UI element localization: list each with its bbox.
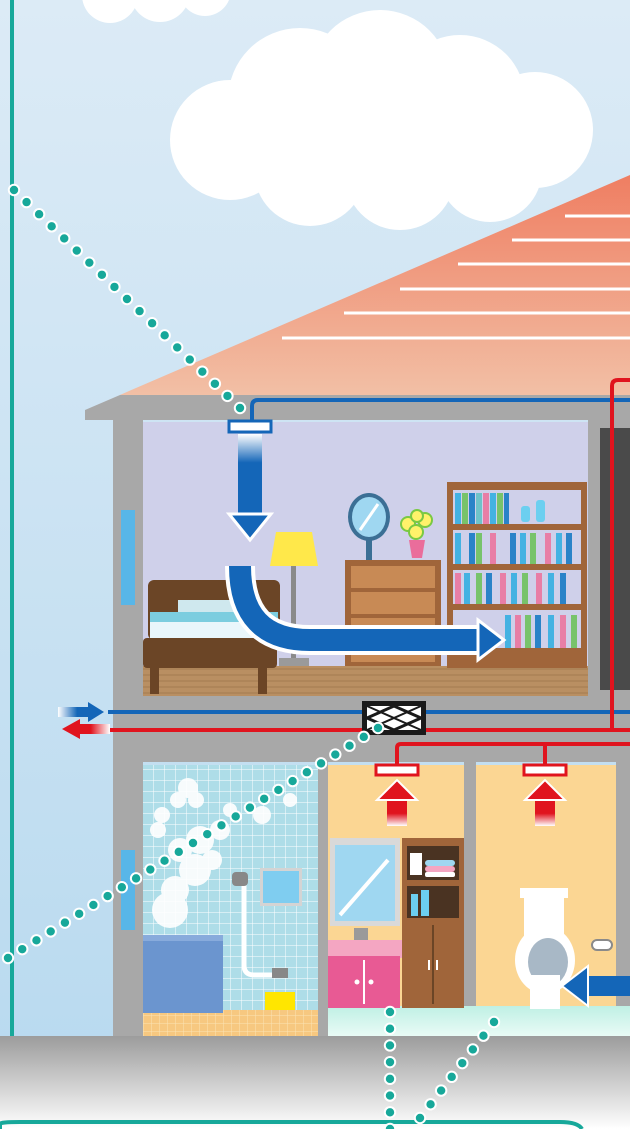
shower-head [232, 872, 248, 886]
leader-dot [302, 767, 312, 777]
leader-dot [3, 953, 13, 963]
leader-dot [159, 330, 169, 340]
leader-dot [84, 257, 94, 267]
bedroom-floor [143, 666, 588, 696]
leader-dot [385, 1024, 395, 1034]
leader-dot [134, 306, 144, 316]
leader-dot [385, 1040, 395, 1050]
heat-exchanger-icon [362, 701, 426, 735]
window-upper [121, 510, 135, 605]
bucket [265, 992, 295, 1010]
leader-dot [45, 926, 55, 936]
leader-dot [373, 723, 383, 733]
leader-dot [34, 209, 44, 219]
leader-dot [9, 185, 19, 195]
leader-dot [197, 366, 207, 376]
leader-dot [102, 891, 112, 901]
leader-dot [210, 379, 220, 389]
leader-dot [59, 233, 69, 243]
leader-dot [245, 802, 255, 812]
leader-dot [468, 1044, 478, 1054]
leader-dot [415, 1113, 425, 1123]
leader-dot [359, 732, 369, 742]
leader-dot [172, 342, 182, 352]
bathtub-icon [143, 935, 223, 1013]
leader-dot [159, 855, 169, 865]
leader-dot [145, 864, 155, 874]
bath-mirror [260, 868, 302, 906]
leader-dot [425, 1099, 435, 1109]
leader-dot [489, 1017, 499, 1027]
exhaust-grille-washroom [376, 765, 418, 775]
leader-dot [447, 1072, 457, 1082]
leader-dot [235, 403, 245, 413]
leader-dot [385, 1074, 395, 1084]
leader-dot [72, 245, 82, 255]
leader-dot [185, 354, 195, 364]
leader-dot [287, 776, 297, 786]
leader-dot [316, 758, 326, 768]
leader-dot [436, 1085, 446, 1095]
leader-dot [147, 318, 157, 328]
leader-dot [216, 820, 226, 830]
leader-dot [385, 1090, 395, 1100]
leader-dot [188, 838, 198, 848]
sink-icon [328, 838, 404, 1008]
leader-dot [273, 785, 283, 795]
leader-dot [109, 282, 119, 292]
leader-dot [21, 197, 31, 207]
wall-divider-1 [318, 762, 328, 1040]
leader-dot [122, 294, 132, 304]
supply-grille [229, 421, 271, 432]
leader-dot [222, 391, 232, 401]
leader-dot [385, 1057, 395, 1067]
wall-divider-2 [464, 762, 476, 1040]
leader-dot [385, 1007, 395, 1017]
bathroom-floor [143, 1010, 320, 1038]
leader-dot [97, 270, 107, 280]
leader-dot [385, 1107, 395, 1117]
faucet [272, 968, 288, 978]
leader-dot [202, 829, 212, 839]
leader-dot [117, 882, 127, 892]
ground [0, 1036, 630, 1129]
leader-dot [74, 909, 84, 919]
leader-dot [259, 794, 269, 804]
leader-dot [385, 1124, 395, 1129]
leader-dot [17, 944, 27, 954]
leader-dot [174, 847, 184, 857]
leader-dot [457, 1058, 467, 1068]
leader-dot [60, 917, 70, 927]
bedroom-door [600, 428, 630, 690]
leader-dot [344, 740, 354, 750]
leader-dot [88, 900, 98, 910]
exhaust-grille-toilet [524, 765, 566, 775]
leader-dot [31, 935, 41, 945]
leader-dot [131, 873, 141, 883]
leader-dot [478, 1031, 488, 1041]
cabinet-icon [402, 838, 464, 1008]
leader-dot [230, 811, 240, 821]
leader-dot [330, 749, 340, 759]
wall-divider-3 [616, 762, 630, 1040]
leader-dot [46, 221, 56, 231]
